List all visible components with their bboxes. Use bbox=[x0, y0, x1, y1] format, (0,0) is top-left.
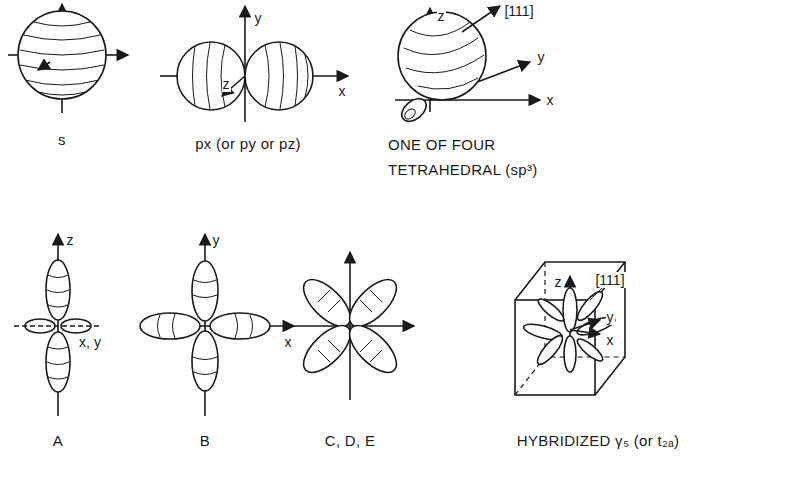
orbital-label: A bbox=[52, 432, 64, 449]
axis-label: y bbox=[606, 309, 615, 325]
axis-label: y bbox=[254, 10, 263, 26]
direction-label: [111] bbox=[594, 272, 625, 288]
orbital-label: px (or py or pz) bbox=[194, 135, 302, 152]
axis-label: x, y bbox=[78, 334, 102, 350]
axis-label: y bbox=[212, 232, 221, 248]
figure-caption: HYBRIDIZED γ₅ (or t₂ₐ) bbox=[516, 432, 680, 449]
axis-label: y bbox=[537, 49, 546, 65]
p-orbital bbox=[160, 6, 348, 122]
axis-label: x bbox=[284, 334, 293, 350]
axis-label: z bbox=[66, 232, 75, 248]
figure-caption: ONE OF FOUR TETRAHEDRAL (sp³) bbox=[387, 132, 564, 182]
orbital-label: B bbox=[199, 432, 211, 449]
orbital-label: C, D, E bbox=[324, 432, 376, 449]
tetrahedral-orbital bbox=[395, 6, 540, 126]
axis-label: x bbox=[338, 83, 347, 99]
direction-label: [111] bbox=[503, 3, 534, 19]
dx2-y2-orbital bbox=[140, 234, 294, 416]
dz2-orbital bbox=[14, 234, 100, 416]
axis-label: z bbox=[554, 274, 563, 290]
axis-label: x bbox=[546, 92, 555, 108]
dxy-orbital bbox=[292, 252, 414, 400]
orbital-label: s bbox=[57, 131, 67, 148]
axis-label: z bbox=[437, 8, 446, 24]
axis-label: x bbox=[606, 332, 615, 348]
hybrid-cube bbox=[515, 262, 625, 395]
s-orbital bbox=[8, 4, 128, 113]
axis-label: z bbox=[222, 76, 231, 92]
